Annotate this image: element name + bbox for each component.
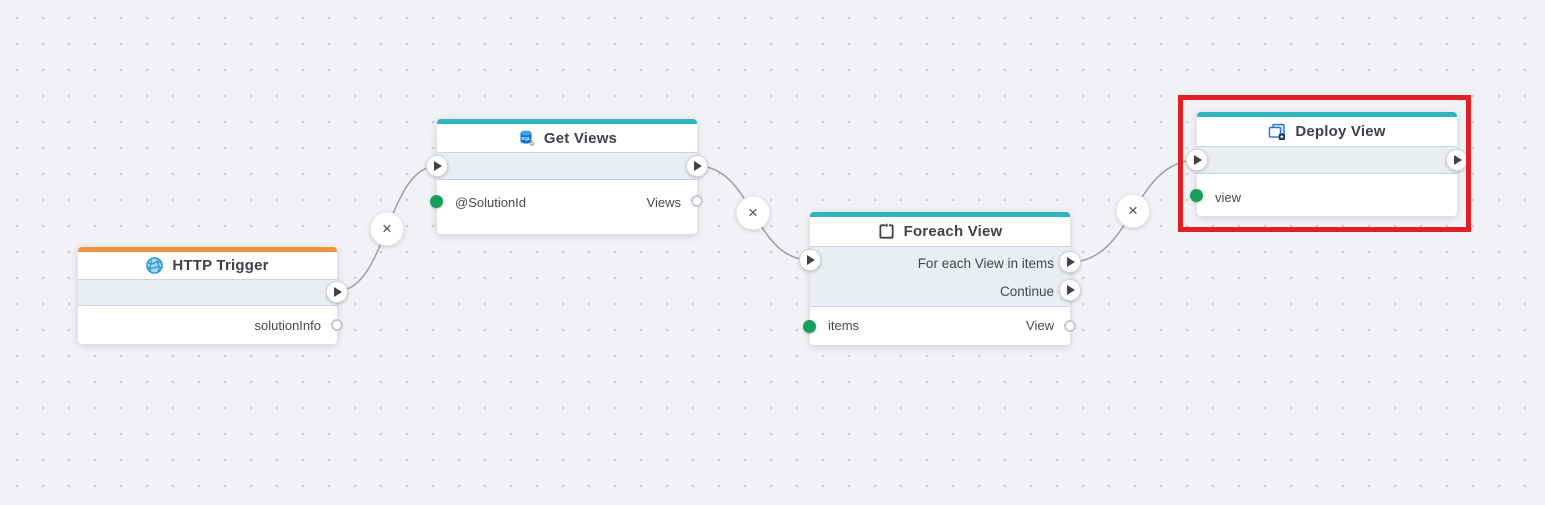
- data-input-port-solutionid[interactable]: [430, 195, 443, 208]
- node-body: solutionInfo: [78, 306, 337, 344]
- close-icon: ×: [382, 219, 392, 238]
- connection-delete-button[interactable]: ×: [736, 196, 770, 230]
- node-accent-bar: [810, 212, 1070, 217]
- svg-text:SQL: SQL: [521, 136, 531, 141]
- exec-output-port-continue[interactable]: [1059, 279, 1081, 301]
- exec-label-continue: Continue: [999, 283, 1054, 299]
- loop-icon: [878, 223, 895, 240]
- close-icon: ×: [748, 203, 758, 222]
- node-title: Foreach View: [903, 223, 1003, 240]
- port-arrow-icon: [1194, 155, 1202, 165]
- node-accent-bar: [1197, 112, 1457, 117]
- port-arrow-icon: [807, 255, 815, 265]
- exec-row-continue: Continue: [810, 277, 1070, 305]
- exec-input-port[interactable]: [1186, 149, 1208, 171]
- node-foreach-view[interactable]: Foreach View For each View in items Cont…: [799, 212, 1081, 345]
- input-label-view: view: [1215, 189, 1242, 205]
- globe-icon: [146, 257, 164, 274]
- exec-row-foreach: For each View in items: [810, 249, 1070, 277]
- exec-band: [78, 279, 337, 306]
- data-output-port-view[interactable]: [1064, 320, 1076, 332]
- exec-input-port[interactable]: [799, 249, 821, 271]
- node-http-trigger[interactable]: HTTP Trigger solutionInfo: [78, 247, 348, 344]
- node-header[interactable]: Deploy View: [1197, 117, 1457, 146]
- node-body: @SolutionId Views: [437, 180, 697, 234]
- node-get-views[interactable]: SQL Get Views @SolutionId Views: [426, 119, 708, 234]
- data-input-port-items[interactable]: [803, 320, 816, 333]
- output-label-view: View: [1026, 317, 1054, 333]
- exec-label-foreach: For each View in items: [917, 255, 1054, 271]
- connection-delete-button[interactable]: ×: [370, 212, 404, 246]
- data-output-port-views[interactable]: [691, 195, 703, 207]
- port-arrow-icon: [1067, 285, 1075, 295]
- exec-output-port[interactable]: [326, 281, 348, 303]
- port-arrow-icon: [1067, 257, 1075, 267]
- node-header[interactable]: SQL Get Views: [437, 124, 697, 152]
- node-header[interactable]: HTTP Trigger: [78, 252, 337, 279]
- output-label-views: Views: [646, 194, 681, 210]
- port-arrow-icon: [434, 161, 442, 171]
- node-body: view: [1197, 174, 1457, 216]
- exec-output-port[interactable]: [1446, 149, 1468, 171]
- node-title: Deploy View: [1295, 123, 1386, 140]
- connection-delete-button[interactable]: ×: [1116, 194, 1150, 228]
- close-icon: ×: [1128, 201, 1138, 220]
- port-arrow-icon: [1454, 155, 1462, 165]
- node-accent-bar: [78, 247, 337, 252]
- input-label-solutionid: @SolutionId: [455, 194, 527, 210]
- port-arrow-icon: [694, 161, 702, 171]
- node-title: Get Views: [543, 129, 618, 147]
- exec-band: [1197, 146, 1457, 174]
- exec-band: [437, 152, 697, 180]
- exec-output-port-foreach[interactable]: [1059, 251, 1081, 273]
- exec-input-port[interactable]: [426, 155, 448, 177]
- input-label-items: items: [828, 317, 860, 333]
- node-accent-bar: [437, 119, 697, 124]
- exec-band: For each View in items Continue: [810, 246, 1070, 307]
- node-body: items View: [810, 307, 1070, 345]
- node-deploy-view[interactable]: Deploy View view: [1186, 112, 1468, 216]
- sql-database-icon: SQL: [517, 129, 535, 147]
- port-arrow-icon: [334, 287, 342, 297]
- node-header[interactable]: Foreach View: [810, 217, 1070, 246]
- data-input-port-view[interactable]: [1190, 189, 1203, 202]
- node-title: HTTP Trigger: [172, 257, 269, 274]
- exec-output-port[interactable]: [686, 155, 708, 177]
- deploy-icon: [1268, 123, 1286, 141]
- data-output-port-solutioninfo[interactable]: [331, 319, 343, 331]
- output-label-solutioninfo: solutionInfo: [254, 317, 322, 333]
